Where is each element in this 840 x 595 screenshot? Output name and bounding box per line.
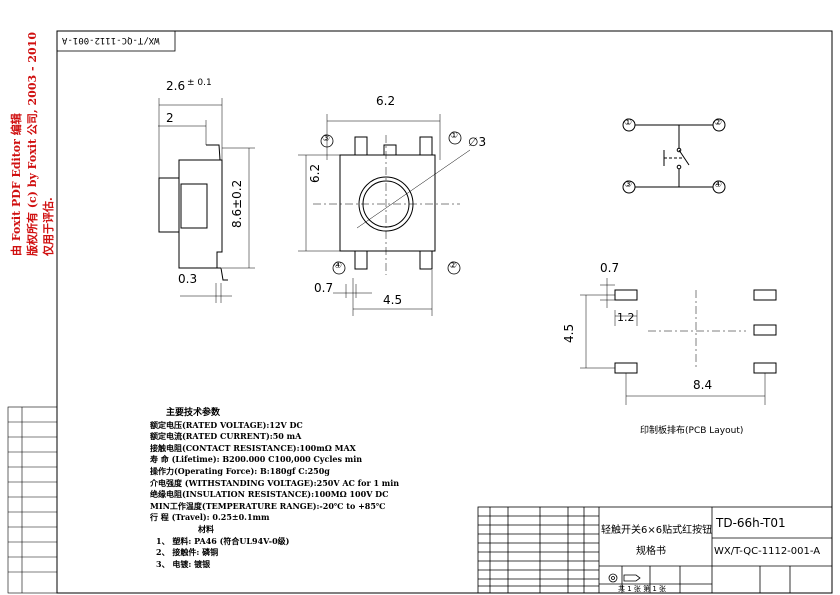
top-width-label: 6.2 bbox=[376, 94, 396, 108]
watermark-line-2: 版权所有 (c) by Foxit 公司, 2003 - 2010 bbox=[26, 32, 39, 256]
side-width-label: 2.6 bbox=[166, 79, 186, 93]
spec-line: 操作力(Operating Force): B:180gf C:250g bbox=[150, 465, 330, 476]
outer-border bbox=[56, 30, 833, 594]
top-pin-2: ② bbox=[449, 261, 458, 271]
top-code-rotated: WX/T-QC-1112-001-A bbox=[62, 35, 160, 45]
top-view bbox=[298, 114, 471, 316]
top-lead-label: 0.7 bbox=[314, 281, 334, 295]
switch-schematic bbox=[622, 118, 726, 194]
schem-pin-3: ③ bbox=[624, 180, 633, 190]
product-name: 轻触开关6×6贴式红按钮 bbox=[601, 525, 713, 536]
specifications: 主要技术参数 额定电压(RATED VOLTAGE):12V DC 额定电流(R… bbox=[150, 408, 480, 570]
top-code-box bbox=[56, 30, 176, 52]
doc-type: 规格书 bbox=[636, 546, 666, 557]
pcb-layout bbox=[580, 278, 777, 405]
schem-pin-1: ① bbox=[624, 118, 633, 128]
top-view-pin-markers bbox=[320, 131, 462, 275]
side-lead-label: 0.3 bbox=[178, 272, 198, 286]
spec-line: 行 程 (Travel): 0.25±0.1mm bbox=[150, 512, 270, 523]
spec-line: 接触电阻(CONTACT RESISTANCE):100mΩ MAX bbox=[150, 442, 356, 453]
top-diameter-label: ∅3 bbox=[468, 135, 487, 149]
material-line: 2、 接触件: 磷铜 bbox=[156, 547, 219, 558]
drawing-number: WX/T-QC-1112-001-A bbox=[714, 546, 821, 557]
schem-pin-4: ④ bbox=[714, 180, 723, 190]
title-block bbox=[477, 506, 833, 594]
top-pin-3: ③ bbox=[322, 134, 331, 144]
specs-title: 主要技术参数 bbox=[166, 408, 221, 418]
pcb-layout-label: 印制板排布(PCB Layout) bbox=[640, 426, 744, 436]
pcb-hpitch-label: 8.4 bbox=[693, 378, 713, 392]
watermark: 由 Foxit PDF Editor 编辑 版权所有 (c) by Foxit … bbox=[2, 8, 72, 268]
top-pitch-label: 4.5 bbox=[383, 293, 403, 307]
spec-line: 绝缘电阻(INSULATION RESISTANCE):100MΩ 100V D… bbox=[150, 489, 389, 500]
pcb-padw-label: 1.2 bbox=[617, 311, 635, 324]
spec-line: 寿 命 (Lifetime): B200.000 C100,000 Cycles… bbox=[150, 454, 363, 465]
side-inner-label: 2 bbox=[166, 111, 174, 125]
top-pin-1: ① bbox=[450, 131, 459, 141]
material-line: 3、 电镀: 镀银 bbox=[156, 558, 211, 569]
pcb-vpitch-label: 4.5 bbox=[562, 323, 576, 343]
spec-line: MIN工作温度(TEMPERATURE RANGE):-20℃ to +85℃ bbox=[150, 500, 386, 511]
side-width-tol-label: ± 0.1 bbox=[187, 78, 212, 88]
product-code: TD-66h-T01 bbox=[716, 516, 786, 530]
spec-line: 额定电压(RATED VOLTAGE):12V DC bbox=[150, 419, 303, 430]
side-view bbox=[158, 98, 255, 303]
top-pin-4: ④ bbox=[334, 261, 343, 271]
sheet-label: 共 1 张 第 1 张 bbox=[618, 585, 667, 593]
pcb-pad-label: 0.7 bbox=[600, 261, 620, 275]
schem-pin-2: ② bbox=[714, 118, 723, 128]
watermark-line-1: 由 Foxit PDF Editor 编辑 bbox=[10, 113, 23, 256]
spec-line: 额定电流(RATED CURRENT):50 mA bbox=[150, 431, 302, 442]
watermark-line-3: 仅用于评估. bbox=[42, 197, 55, 256]
revision-margin-table bbox=[7, 406, 58, 594]
material-line: 1、 塑料: PA46 (符合UL94V-0级) bbox=[156, 535, 290, 546]
side-height-label: 8.6±0.2 bbox=[230, 179, 244, 228]
materials-title: 材料 bbox=[198, 523, 214, 534]
top-height-label: 6.2 bbox=[308, 163, 322, 183]
spec-line: 介电强度 (WITHSTANDING VOLTAGE):250V AC for … bbox=[150, 477, 400, 488]
